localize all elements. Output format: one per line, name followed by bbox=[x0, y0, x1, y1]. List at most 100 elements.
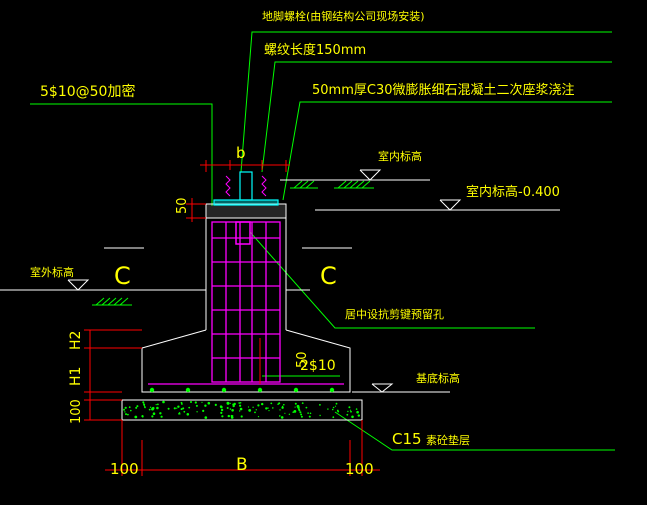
cushion-speckle bbox=[149, 406, 152, 408]
cushion-speckle bbox=[130, 409, 132, 412]
cushion-speckle bbox=[196, 411, 198, 413]
cushion-speckle bbox=[261, 402, 264, 406]
cushion-speckle bbox=[226, 407, 229, 409]
cushion-speckle bbox=[125, 413, 127, 416]
cushion-speckle bbox=[177, 405, 180, 408]
cushion-speckle bbox=[151, 415, 154, 418]
cushion-leader bbox=[334, 411, 615, 451]
dim-100-right-label: 100 bbox=[345, 460, 374, 478]
cushion-speckle bbox=[142, 402, 145, 404]
cushion-speckle bbox=[220, 411, 223, 414]
cushion-speckle bbox=[319, 414, 321, 417]
cushion-speckle bbox=[232, 404, 235, 408]
base-level-label: 基底标高 bbox=[416, 371, 460, 385]
cushion-speckle bbox=[167, 407, 170, 410]
cushion-speckle bbox=[299, 411, 302, 414]
cushion-speckle bbox=[136, 405, 139, 408]
leader-lines bbox=[30, 31, 615, 451]
indoor-level-symbol bbox=[359, 169, 382, 181]
cushion-speckle bbox=[148, 408, 151, 411]
cushion-speckle bbox=[335, 402, 338, 405]
indoor-level2-symbol bbox=[439, 199, 462, 211]
cushion-speckle bbox=[288, 413, 291, 415]
shear-key-hole bbox=[235, 221, 251, 245]
cushion-speckle bbox=[204, 416, 208, 419]
cushion-speckle bbox=[239, 410, 241, 412]
grout-label: 50mm厚C30微膨胀细石混凝土二次座浆浇注 bbox=[312, 82, 575, 98]
cushion-speckle bbox=[284, 412, 286, 414]
cushion-speckle bbox=[357, 411, 359, 414]
cushion-speckle bbox=[183, 410, 186, 413]
cushion-speckle bbox=[268, 410, 270, 412]
cushion-speckle bbox=[124, 411, 126, 413]
cushion-speckle bbox=[270, 402, 273, 405]
cushion-speckle bbox=[257, 404, 260, 407]
cushion-speckle bbox=[300, 415, 303, 418]
indoor-level-value-label: 室内标高-0.400 bbox=[466, 184, 560, 200]
cushion-speckle bbox=[135, 406, 138, 409]
cushion-speckle bbox=[294, 406, 296, 408]
cushion-speckle bbox=[214, 403, 217, 406]
cushion-speckle bbox=[332, 406, 335, 409]
cushion-speckle bbox=[194, 401, 197, 404]
cushion-speckle bbox=[239, 402, 242, 404]
cushion-speckle bbox=[308, 415, 311, 418]
dim-100-vertical-label: 100 bbox=[69, 399, 84, 424]
cushion-speckle bbox=[152, 412, 156, 416]
outdoor-level-label: 室外标高 bbox=[30, 265, 74, 279]
cushion-speckle bbox=[332, 416, 335, 419]
cushion-speckle bbox=[349, 409, 351, 411]
section-mark-right: C bbox=[320, 262, 337, 290]
cushion-speckle bbox=[300, 413, 303, 416]
cushion-text-label: 素砼垫层 bbox=[426, 433, 470, 447]
anchor-bolt-leader bbox=[240, 31, 612, 173]
cushion-speckle bbox=[351, 415, 354, 419]
cushion-speckle bbox=[307, 412, 309, 414]
dim-h2-label: H2 bbox=[68, 331, 84, 350]
cushion-speckle bbox=[267, 407, 269, 409]
steel-column-stub bbox=[239, 171, 253, 201]
cushion-speckle bbox=[204, 404, 207, 407]
cushion-speckle bbox=[201, 401, 203, 403]
cushion-speckle bbox=[240, 415, 243, 418]
cushion-speckle bbox=[162, 400, 165, 404]
cushion-speckle bbox=[248, 409, 252, 412]
dim-50-top-label: 50 bbox=[175, 197, 190, 214]
top-rebar-label: 5$10@50加密 bbox=[40, 83, 135, 100]
cushion-speckle bbox=[226, 401, 230, 405]
cushion-speckle bbox=[238, 402, 241, 404]
cushion-speckle bbox=[240, 408, 243, 411]
cushion-speckle bbox=[173, 407, 176, 410]
base-level-symbol bbox=[371, 383, 394, 393]
cushion-speckle bbox=[337, 410, 340, 413]
cushion-speckle bbox=[265, 407, 268, 410]
dim-h1-label: H1 bbox=[68, 367, 84, 386]
cushion-speckle bbox=[181, 403, 183, 405]
cushion-speckle bbox=[257, 416, 260, 418]
cushion-speckle bbox=[159, 412, 162, 415]
cushion-speckle bbox=[155, 404, 157, 406]
dimension-lines bbox=[84, 160, 380, 476]
top-rebar-leader bbox=[30, 103, 213, 206]
cushion-speckle bbox=[186, 413, 190, 416]
pedestal-outline bbox=[205, 217, 287, 330]
cushion-speckle bbox=[294, 402, 297, 405]
cushion-speckle bbox=[144, 406, 146, 409]
cushion-speckle bbox=[239, 404, 242, 407]
cushion-speckle bbox=[227, 414, 230, 418]
cushion-speckle bbox=[220, 405, 223, 409]
cushion-speckle bbox=[272, 407, 274, 409]
cushion-speckle bbox=[190, 401, 192, 403]
cushion-speckle bbox=[350, 410, 352, 413]
cushion-speckle bbox=[134, 415, 138, 419]
cushion-speckle bbox=[229, 402, 231, 404]
bolt-threads bbox=[225, 175, 267, 197]
base-slab-outline bbox=[141, 329, 351, 393]
cushion-speckle bbox=[297, 406, 300, 409]
cushion-speckle bbox=[327, 408, 329, 410]
indoor-level-label: 室内标高 bbox=[378, 149, 422, 163]
cushion-speckle bbox=[230, 416, 234, 419]
cushion-speckle bbox=[319, 404, 321, 406]
cushion-speckle bbox=[298, 409, 301, 412]
dim-2rebar-label: 2$10 bbox=[300, 358, 336, 374]
